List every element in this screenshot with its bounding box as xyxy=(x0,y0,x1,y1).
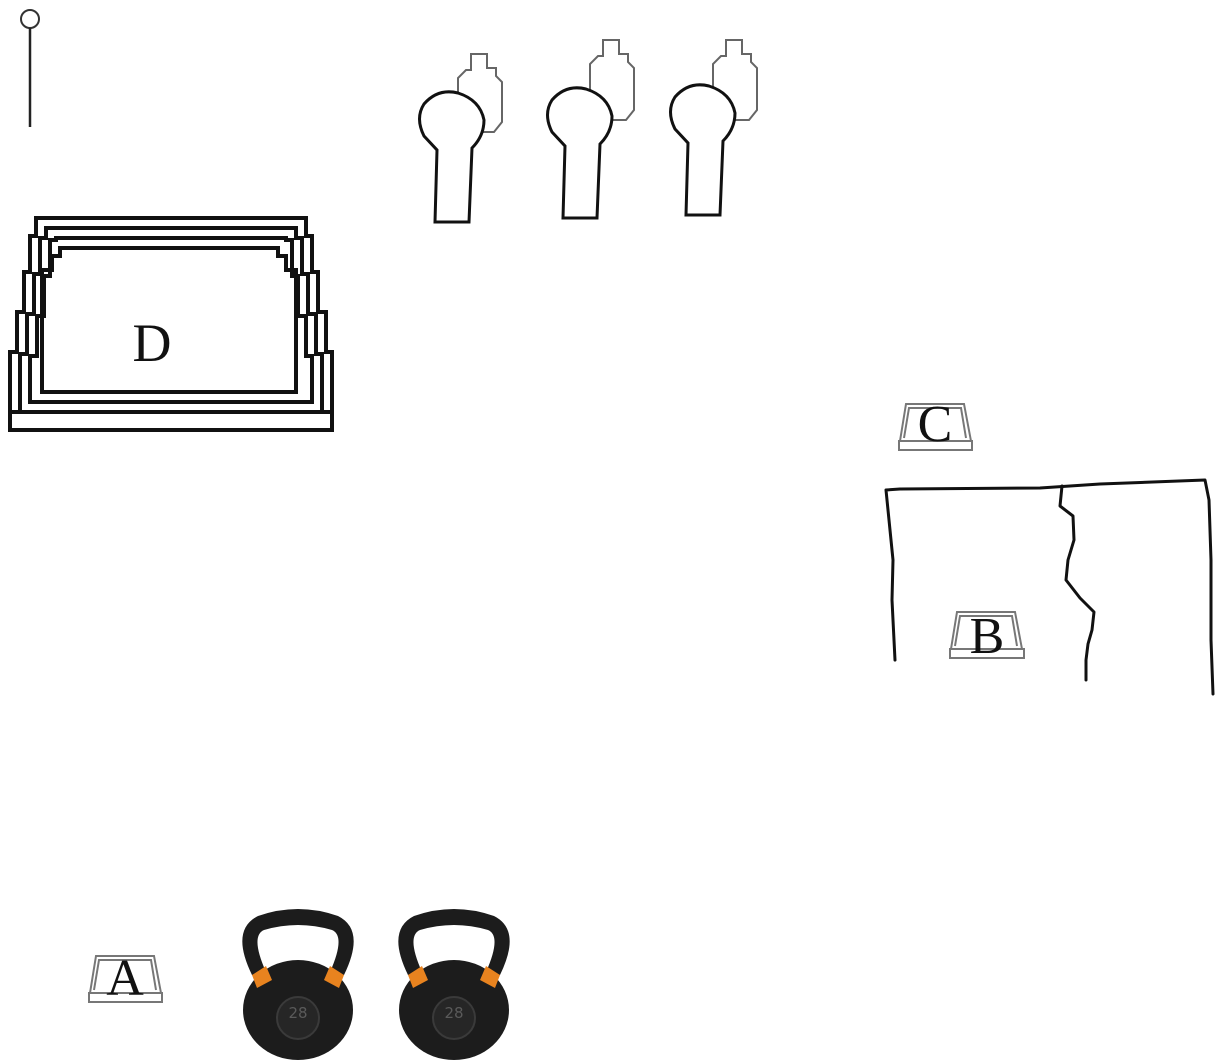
zone-b-label: B xyxy=(970,608,1005,665)
figure-2 xyxy=(548,40,635,218)
kettlebell-1-icon: 28 xyxy=(242,909,353,1060)
zone-d-label: D xyxy=(133,313,172,373)
zone-a-label: A xyxy=(106,950,144,1007)
figure-1 xyxy=(420,54,503,222)
zone-c-label: C xyxy=(918,396,953,453)
kettlebell-1-weight: 28 xyxy=(288,1004,307,1022)
kettlebell-2-icon: 28 xyxy=(398,909,509,1060)
zone-b-lines xyxy=(886,480,1213,694)
pin-marker-icon xyxy=(21,10,39,127)
kettlebell-2-weight: 28 xyxy=(444,1004,463,1022)
figure-3 xyxy=(671,40,758,215)
